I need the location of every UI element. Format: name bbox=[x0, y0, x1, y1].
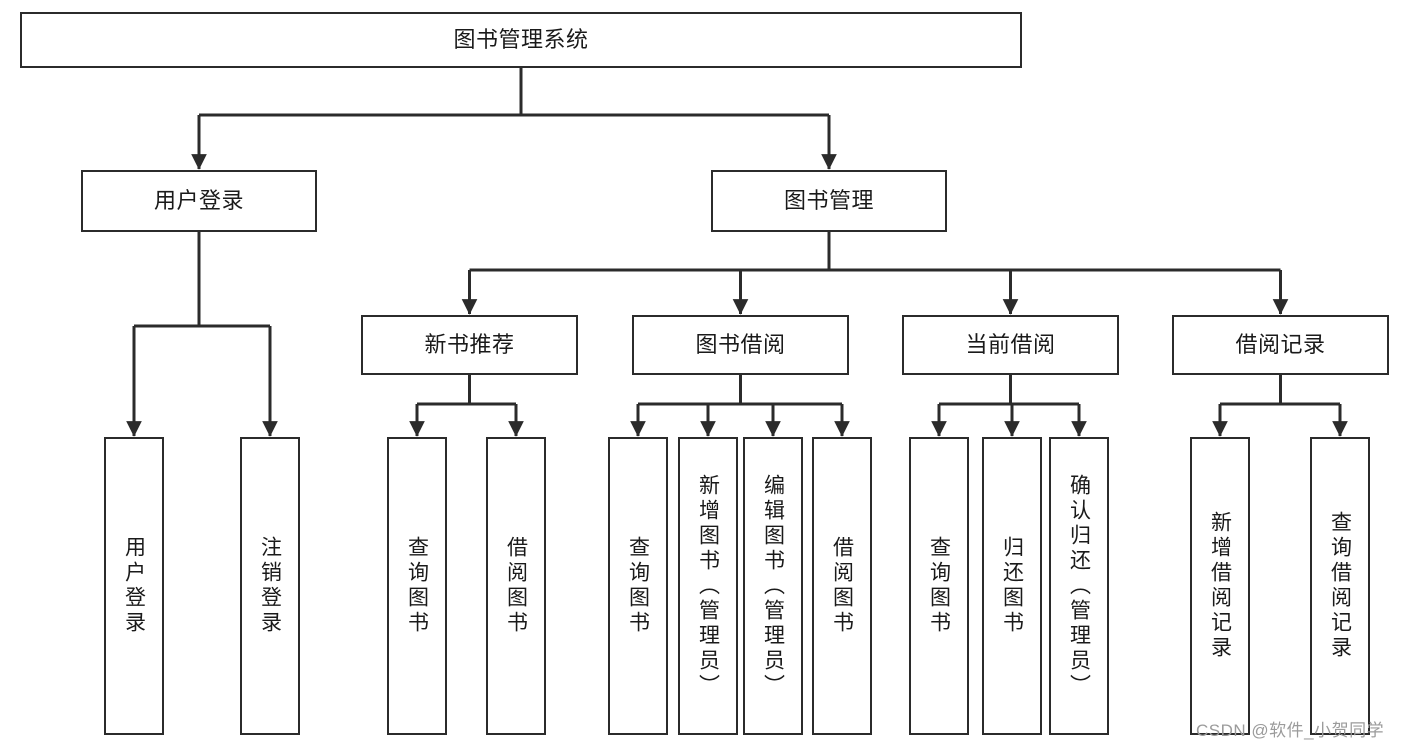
node-book-borrow[interactable]: 图书借阅 bbox=[632, 315, 849, 375]
node-label-leaf-user-logout: 注销登录 bbox=[258, 536, 282, 636]
node-book-manage[interactable]: 图书管理 bbox=[711, 170, 947, 232]
node-label-book-manage: 图书管理 bbox=[783, 188, 874, 214]
node-current-borrow[interactable]: 当前借阅 bbox=[902, 315, 1119, 375]
node-label-leaf-borrow-book: 借阅图书 bbox=[830, 536, 854, 636]
node-leaf-query-record[interactable]: 查询借阅记录 bbox=[1310, 437, 1370, 735]
node-label-current-borrow: 当前借阅 bbox=[965, 332, 1056, 358]
node-label-new-book-recommend: 新书推荐 bbox=[424, 332, 515, 358]
node-label-leaf-confirm-return: 确认归还（管理员） bbox=[1067, 473, 1091, 699]
node-leaf-return-book[interactable]: 归还图书 bbox=[982, 437, 1042, 735]
node-label-leaf-query-book-cur: 查询图书 bbox=[927, 536, 951, 636]
node-leaf-query-book[interactable]: 查询图书 bbox=[608, 437, 668, 735]
node-leaf-query-book-cur[interactable]: 查询图书 bbox=[909, 437, 969, 735]
node-leaf-confirm-return[interactable]: 确认归还（管理员） bbox=[1049, 437, 1109, 735]
node-leaf-query-book-rec[interactable]: 查询图书 bbox=[387, 437, 447, 735]
node-label-leaf-return-book: 归还图书 bbox=[1000, 536, 1024, 636]
node-label-leaf-add-book: 新增图书（管理员） bbox=[696, 473, 720, 699]
node-user-login[interactable]: 用户登录 bbox=[81, 170, 317, 232]
node-leaf-borrow-book[interactable]: 借阅图书 bbox=[812, 437, 872, 735]
node-new-book-recommend[interactable]: 新书推荐 bbox=[361, 315, 578, 375]
node-label-book-borrow: 图书借阅 bbox=[695, 332, 786, 358]
node-root[interactable]: 图书管理系统 bbox=[20, 12, 1022, 68]
node-label-leaf-borrow-book-rec: 借阅图书 bbox=[504, 536, 528, 636]
node-label-leaf-user-login: 用户登录 bbox=[122, 536, 146, 636]
node-label-leaf-edit-book: 编辑图书（管理员） bbox=[761, 473, 785, 699]
node-label-leaf-query-book-rec: 查询图书 bbox=[405, 536, 429, 636]
node-borrow-record[interactable]: 借阅记录 bbox=[1172, 315, 1389, 375]
node-leaf-user-logout[interactable]: 注销登录 bbox=[240, 437, 300, 735]
node-label-leaf-add-record: 新增借阅记录 bbox=[1208, 511, 1232, 661]
node-label-root: 图书管理系统 bbox=[453, 27, 589, 53]
node-label-user-login: 用户登录 bbox=[153, 188, 244, 214]
node-leaf-add-record[interactable]: 新增借阅记录 bbox=[1190, 437, 1250, 735]
node-label-leaf-query-record: 查询借阅记录 bbox=[1328, 511, 1352, 661]
node-leaf-edit-book[interactable]: 编辑图书（管理员） bbox=[743, 437, 803, 735]
node-leaf-borrow-book-rec[interactable]: 借阅图书 bbox=[486, 437, 546, 735]
node-label-borrow-record: 借阅记录 bbox=[1235, 332, 1326, 358]
node-leaf-add-book[interactable]: 新增图书（管理员） bbox=[678, 437, 738, 735]
node-label-leaf-query-book: 查询图书 bbox=[626, 536, 650, 636]
node-leaf-user-login[interactable]: 用户登录 bbox=[104, 437, 164, 735]
